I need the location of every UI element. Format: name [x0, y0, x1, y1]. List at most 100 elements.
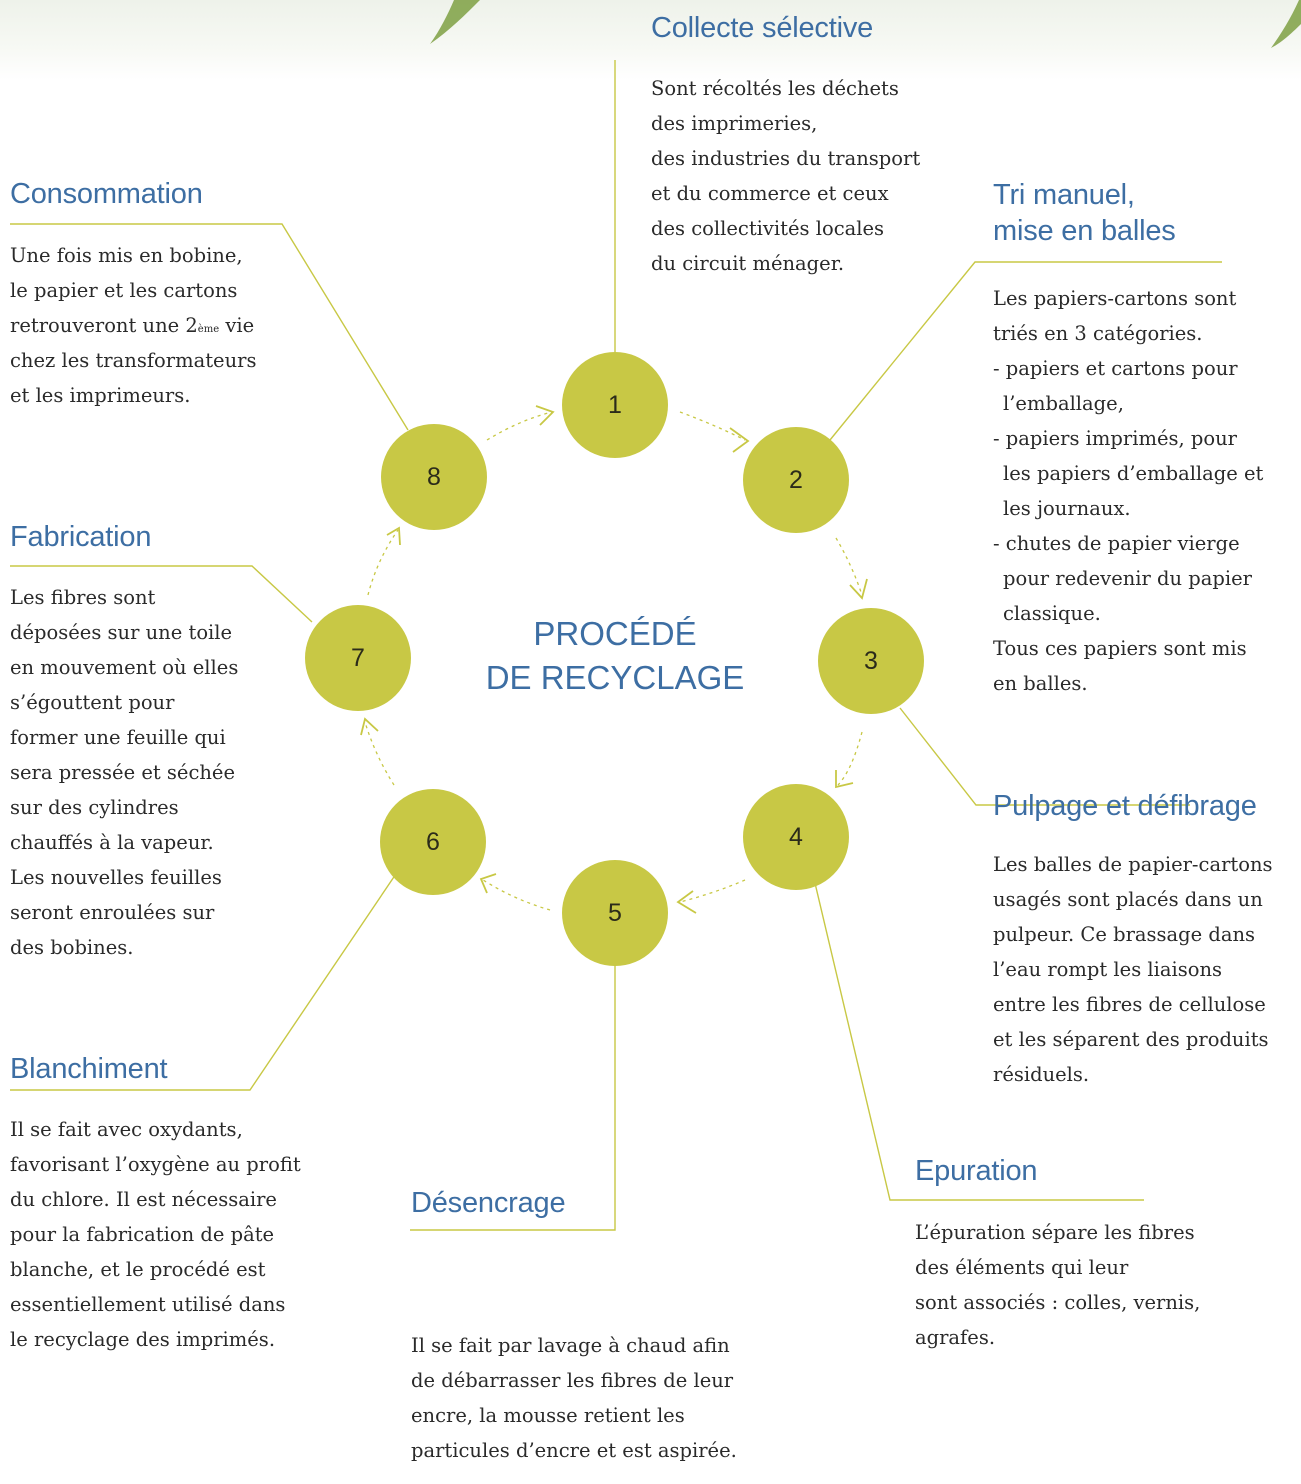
arrowhead-4-5 [676, 890, 697, 914]
text-line: particules d’encre et est aspirée. [411, 1439, 737, 1462]
step-title-8: Consommation [10, 178, 203, 210]
text-line: Sont récoltés les déchets [651, 77, 899, 100]
text-line: les papiers d’emballage et [1003, 462, 1264, 485]
text-line: Il se fait avec oxydants, [10, 1118, 243, 1141]
text-line: Il se fait par lavage à chaud afin [411, 1334, 730, 1357]
step-text-4: L’épuration sépare les fibres des élémen… [915, 1215, 1200, 1355]
step-text-2: Les papiers-cartons sont triés en 3 caté… [993, 281, 1263, 701]
connector-4 [809, 861, 1144, 1201]
text-line: triés en 3 catégories. [993, 322, 1203, 345]
arrowhead-2-3 [849, 578, 868, 600]
text-line: favorisant l’oxygène au profit [10, 1153, 301, 1176]
text-fragment: retrouveront une 2 [10, 314, 198, 337]
arrow-6-7 [364, 721, 395, 786]
step-text-3: Les balles de papier-cartons usagés sont… [993, 847, 1273, 1092]
text-line: chez les transformateurs [10, 349, 257, 372]
text-line: entre les fibres de cellulose [993, 993, 1266, 1016]
step-circle-1: 1 [562, 352, 668, 458]
text-line: des bobines. [10, 936, 134, 959]
text-line: - papiers imprimés, pour [993, 427, 1237, 450]
text-line: - chutes de papier vierge [993, 532, 1240, 555]
step-text-7: Les fibres sont déposées sur une toile e… [10, 580, 238, 965]
text-line: pour redevenir du papier [1003, 567, 1252, 590]
step-title-3: Pulpage et défibrage [993, 790, 1257, 822]
step-circle-4: 4 [743, 784, 849, 890]
leaf-decoration-right [1271, 0, 1301, 48]
text-line: en mouvement où elles [10, 656, 239, 679]
arrowhead-7-8 [386, 526, 401, 546]
text-line: et les imprimeurs. [10, 384, 191, 407]
step-circle-6: 6 [380, 789, 486, 895]
arrow-8-1 [486, 411, 553, 441]
text-line: sur des cylindres [10, 796, 179, 819]
text-line: Tous ces papiers sont mis [993, 637, 1247, 660]
text-line: seront enroulées sur [10, 901, 215, 924]
title-line: mise en balles [993, 215, 1176, 247]
text-line: former une feuille qui [10, 726, 226, 749]
superscript: ème [197, 324, 220, 335]
text-line: déposées sur une toile [10, 621, 233, 644]
text-line: Les papiers-cartons sont [993, 287, 1237, 310]
text-line: agrafes. [915, 1326, 996, 1349]
text-line: des industries du transport [651, 147, 921, 170]
step-circle-3: 3 [818, 608, 924, 714]
center-title-line2: DE RECYCLAGE [485, 659, 745, 696]
title-line: Tri manuel, [993, 179, 1135, 211]
step-text-8: Une fois mis en bobine, le papier et les… [10, 238, 256, 413]
text-line: le papier et les cartons [10, 279, 238, 302]
arrow-1-2 [679, 411, 746, 441]
step-title-6: Blanchiment [10, 1053, 168, 1085]
text-line: le recyclage des imprimés. [10, 1328, 276, 1351]
text-line: des éléments qui leur [915, 1256, 1129, 1279]
text-line: blanche, et le procédé est [10, 1258, 266, 1281]
arrow-4-5 [679, 879, 746, 903]
connector-7 [10, 565, 313, 623]
text-line: L’épuration sépare les fibres [915, 1221, 1195, 1244]
text-line: pulpeur. Ce brassage dans [993, 923, 1256, 946]
text-line: en balles. [993, 672, 1088, 695]
text-line: classique. [1003, 602, 1101, 625]
connector-5 [410, 882, 616, 1231]
step-text-6: Il se fait avec oxydants, favorisant l’o… [10, 1112, 301, 1357]
leaf-decoration-left [430, 0, 480, 44]
text-line: et du commerce et ceux [651, 182, 889, 205]
text-line: des imprimeries, [651, 112, 818, 135]
background-wash [0, 0, 1301, 80]
arrow-3-4 [837, 731, 863, 786]
step-circle-7: 7 [305, 605, 411, 711]
text-line: les journaux. [1003, 497, 1131, 520]
center-title-line1: PROCÉDÉ [533, 615, 697, 652]
step-circle-8: 8 [381, 424, 487, 530]
text-line: l’eau rompt les liaisons [993, 958, 1223, 981]
text-line: Les balles de papier-cartons [993, 853, 1273, 876]
arrowhead-3-4 [835, 770, 854, 789]
step-title-4: Epuration [915, 1155, 1038, 1187]
text-line: pour la fabrication de pâte [10, 1223, 275, 1246]
arrowhead-8-1 [535, 405, 555, 426]
step-circle-2: 2 [743, 427, 849, 533]
text-line: sont associés : colles, vernis, [915, 1291, 1201, 1314]
connector-8 [10, 223, 409, 431]
text-line: - papiers et cartons pour [993, 357, 1238, 380]
arrow-2-3 [835, 537, 863, 596]
text-line: encre, la mousse retient les [411, 1404, 685, 1427]
text-line: retrouveront une 2ème vie [10, 308, 256, 343]
step-title-7: Fabrication [10, 521, 152, 553]
step-title-5: Désencrage [411, 1187, 566, 1219]
text-line: chauffés à la vapeur. [10, 831, 214, 854]
text-line: des collectivités locales [651, 217, 885, 240]
text-line: sera pressée et séchée [10, 761, 236, 784]
step-title-2: Tri manuel, mise en balles [993, 177, 1176, 249]
arrow-5-6 [482, 879, 551, 911]
text-line: résiduels. [993, 1063, 1090, 1086]
text-line: s’égouttent pour [10, 691, 175, 714]
connector-2 [829, 261, 1222, 441]
arrowhead-1-2 [729, 427, 750, 453]
connector-3 [899, 707, 1190, 806]
step-text-1: Sont récoltés les déchets des imprimerie… [651, 71, 920, 281]
text-line: l’emballage, [1003, 392, 1124, 415]
text-line: de débarrasser les fibres de leur [411, 1369, 734, 1392]
connector-6 [10, 861, 405, 1091]
step-title-1: Collecte sélective [651, 12, 874, 44]
